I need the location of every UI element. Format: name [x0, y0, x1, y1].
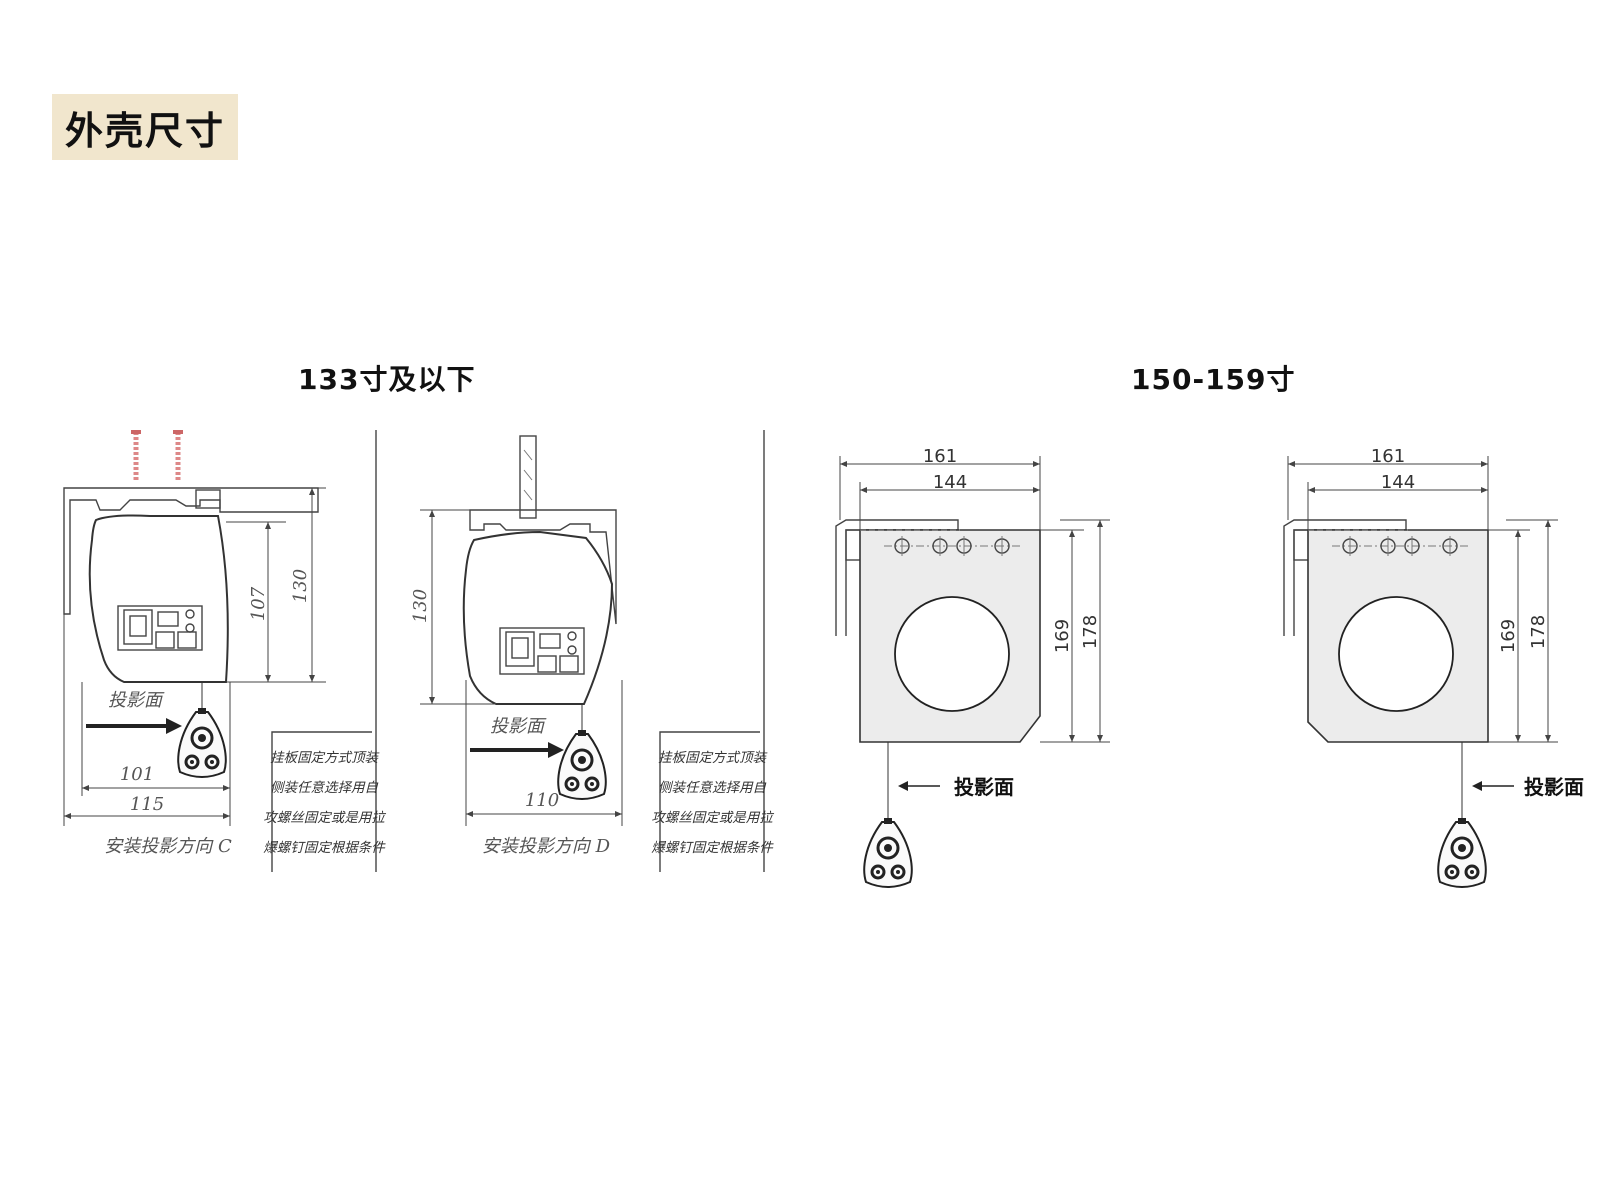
svg-text:爆螺钉固定根据条件: 爆螺钉固定根据条件	[651, 840, 774, 856]
projection-label-d: 投影面	[490, 716, 547, 737]
remote-control-icon	[176, 706, 228, 779]
side-view-1: 161 144 169 178 投影面	[835, 446, 1110, 889]
dim-width-d: 110	[525, 790, 559, 811]
dim-height-outer-2: 178	[1528, 615, 1549, 649]
dim-top-outer-2: 161	[1371, 446, 1405, 467]
svg-text:攻螺丝固定或是用拉: 攻螺丝固定或是用拉	[651, 810, 774, 826]
remote-control-icon	[556, 728, 608, 801]
remote-control-icon	[862, 816, 914, 889]
svg-text:侧装任意选择用自: 侧装任意选择用自	[658, 780, 766, 796]
page-title: 外壳尺寸	[64, 108, 225, 153]
page-title-badge: 外壳尺寸	[52, 94, 238, 160]
projection-label-c: 投影面	[108, 690, 165, 711]
dim-top-inner-2: 144	[1381, 472, 1415, 493]
dim-height-outer-c: 130	[290, 569, 311, 603]
drawing-c: 投影面 107 130 101 115 安装投影方向 C	[63, 430, 326, 857]
caption-c: 安装投影方向 C	[104, 836, 232, 857]
svg-text:挂板固定方式顶装: 挂板固定方式顶装	[658, 750, 767, 766]
dim-width-inner-c: 101	[120, 764, 154, 785]
dim-height-d: 130	[410, 589, 431, 623]
screw-icon	[131, 430, 183, 482]
svg-text:爆螺钉固定根据条件: 爆螺钉固定根据条件	[263, 840, 386, 856]
dim-height-inner-1: 169	[1052, 619, 1073, 653]
svg-text:挂板固定方式顶装: 挂板固定方式顶装	[270, 750, 379, 766]
mounting-note-1: 挂板固定方式顶装 侧装任意选择用自 攻螺丝固定或是用拉 爆螺钉固定根据条件	[263, 430, 386, 872]
dim-top-inner-1: 144	[933, 472, 967, 493]
mounting-note-2: 挂板固定方式顶装 侧装任意选择用自 攻螺丝固定或是用拉 爆螺钉固定根据条件	[651, 430, 774, 872]
section-title-150-159: 150-159寸	[1131, 363, 1296, 396]
section-title-133: 133寸及以下	[298, 363, 476, 396]
dim-width-outer-c: 115	[130, 794, 164, 815]
dim-top-outer-1: 161	[923, 446, 957, 467]
dim-height-inner-2: 169	[1498, 619, 1519, 653]
side-view-2: 161 144 169 178 投影面	[1283, 446, 1584, 889]
caption-d: 安装投影方向 D	[482, 836, 611, 857]
dim-height-inner-c: 107	[248, 586, 269, 621]
projection-label-1: 投影面	[954, 775, 1014, 799]
remote-control-icon	[1436, 816, 1488, 889]
svg-text:攻螺丝固定或是用拉: 攻螺丝固定或是用拉	[263, 810, 386, 826]
projection-label-2: 投影面	[1524, 775, 1584, 799]
drawing-d: 投影面 130 110 安装投影方向 D	[410, 435, 623, 857]
dim-height-outer-1: 178	[1080, 615, 1101, 649]
svg-text:侧装任意选择用自: 侧装任意选择用自	[270, 780, 378, 796]
